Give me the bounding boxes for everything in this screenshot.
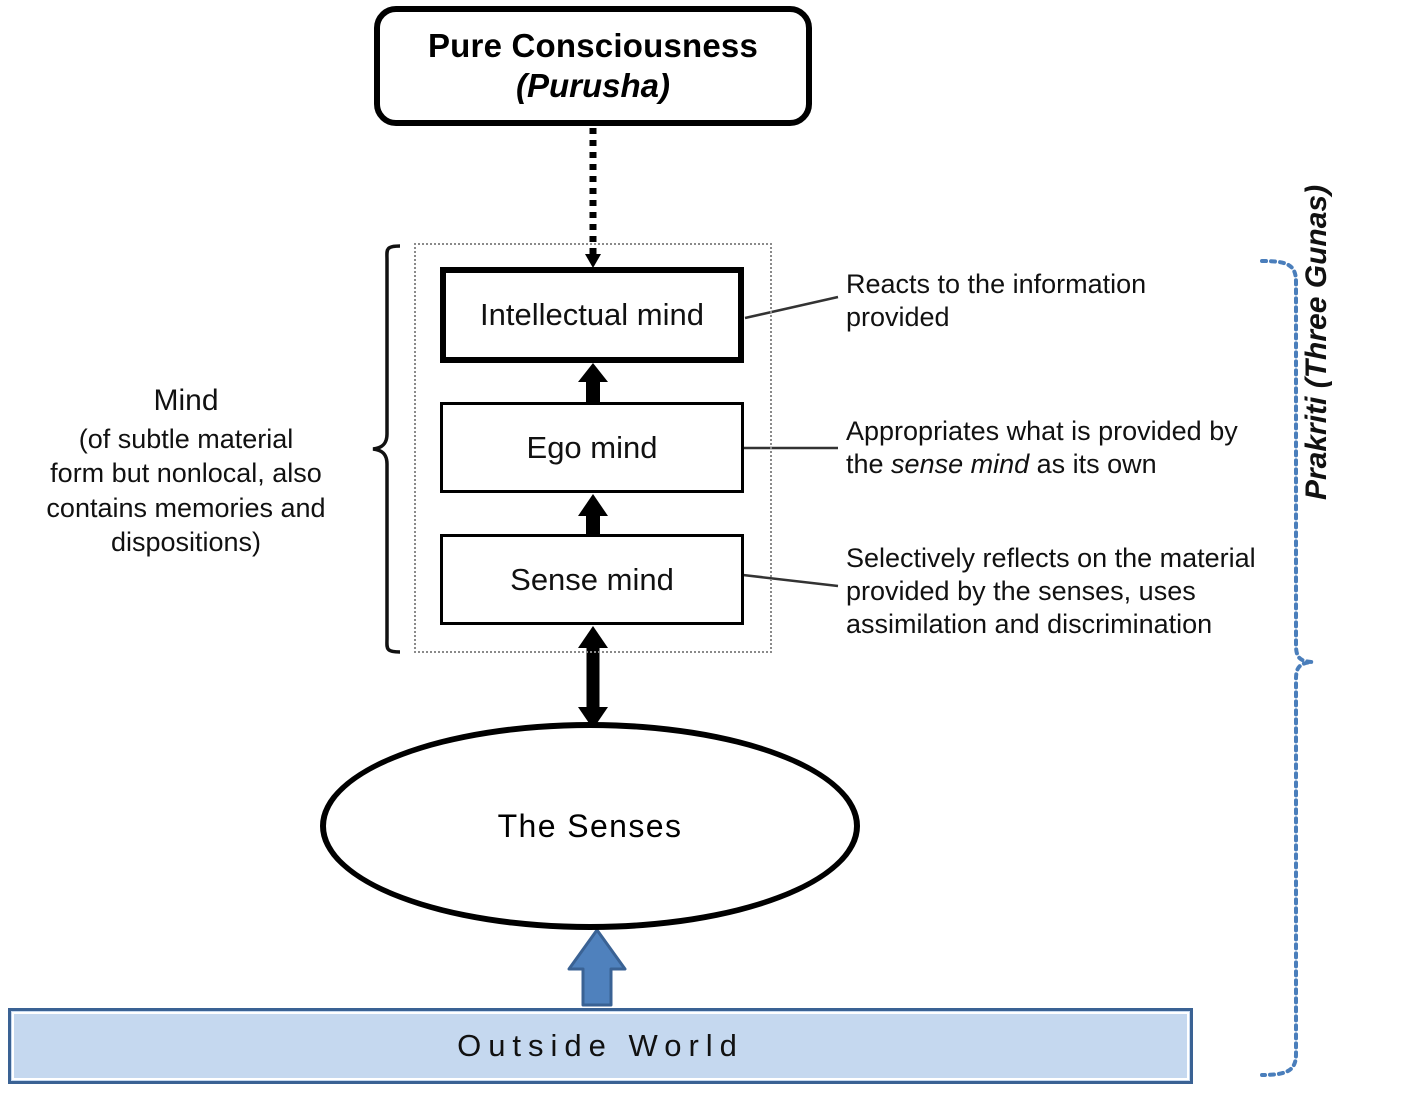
outside-world-bar[interactable]: Outside World — [8, 1008, 1193, 1084]
ego-mind-box[interactable]: Ego mind — [440, 402, 744, 493]
pure-consciousness-subtitle: (Purusha) — [515, 67, 670, 104]
intellectual-mind-box[interactable]: Intellectual mind — [440, 267, 744, 363]
ego-mind-label: Ego mind — [526, 429, 658, 465]
annotation-line: provided by the senses, uses — [846, 575, 1196, 606]
mind-label-line: (of subtle material — [78, 424, 294, 455]
annotation-emphasis: sense mind — [891, 448, 1030, 479]
mind-container-outline — [414, 243, 772, 653]
annotation-ego-mind: Appropriates what is provided by the sen… — [846, 415, 1316, 481]
intellectual-mind-label: Intellectual mind — [479, 297, 704, 332]
annotation-line: provided — [846, 301, 950, 332]
mind-label-line: form but nonlocal, also — [50, 458, 322, 489]
the-senses-ellipse[interactable]: The Senses — [320, 722, 860, 930]
annotation-line: assimilation and discrimination — [846, 608, 1213, 639]
annotation-intellectual-mind: Reacts to the information provided — [846, 268, 1316, 334]
curly-brace-icon — [372, 244, 401, 654]
annotation-line: Selectively reflects on the material — [846, 543, 1256, 573]
mind-bracket-label: Mind (of subtle material form but nonloc… — [8, 382, 364, 559]
annotation-text: the — [846, 448, 892, 479]
outside-world-label: Outside World — [457, 1028, 744, 1063]
sense-mind-box[interactable]: Sense mind — [440, 534, 744, 625]
annotation-line: Reacts to the information — [846, 269, 1147, 299]
annotation-line: Appropriates what is provided by — [846, 416, 1238, 446]
mind-label-line: dispositions) — [110, 526, 262, 557]
prakriti-bracket-label: Prakriti (Three Gunas) — [1300, 184, 1333, 500]
pure-consciousness-title: Pure Consciousness — [427, 26, 759, 64]
mind-label-line: contains memories and — [46, 492, 326, 523]
annotation-text: as its own — [1029, 448, 1157, 479]
mind-label-heading: Mind — [153, 384, 219, 417]
annotation-line: the sense mind as its own — [846, 448, 1316, 481]
annotation-sense-mind: Selectively reflects on the material pro… — [846, 542, 1316, 641]
blue-double-headed-arrow-icon — [567, 928, 627, 1007]
pure-consciousness-box: Pure Consciousness (Purusha) — [374, 6, 812, 126]
sense-mind-label: Sense mind — [510, 561, 674, 597]
the-senses-label: The Senses — [497, 807, 683, 844]
